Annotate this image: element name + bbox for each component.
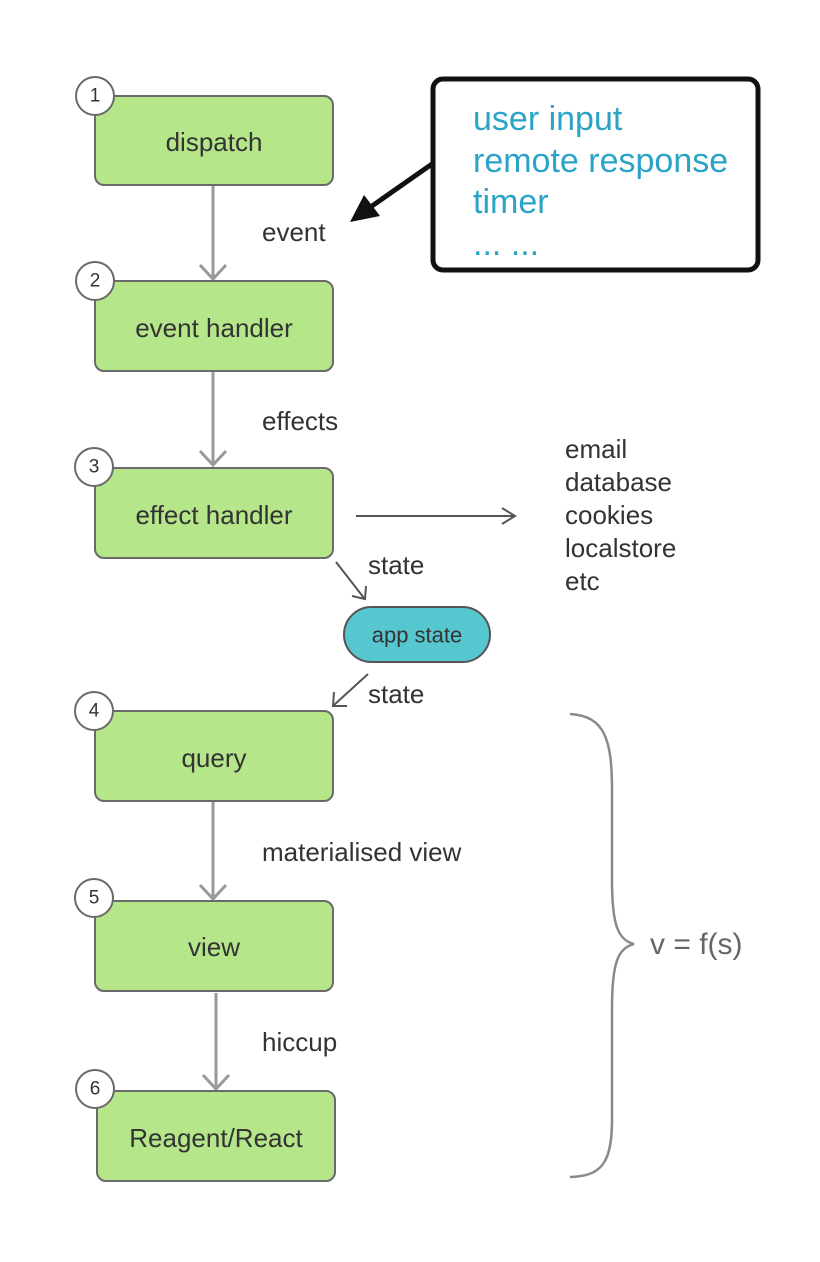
step-label: dispatch [166, 127, 263, 157]
side-effects-list: email database cookies localstore etc [565, 434, 676, 596]
step-number: 2 [90, 271, 101, 292]
callout-line: ... ... [473, 225, 539, 263]
callout-line: remote response [473, 142, 728, 180]
step-event-handler: event handler 2 [75, 261, 334, 372]
callout-pointer-arrow [350, 161, 434, 222]
label-hiccup: hiccup [262, 1027, 337, 1057]
side-effect-item: email [565, 434, 627, 464]
step-number: 3 [89, 457, 100, 478]
arrow-to-side-effects [356, 507, 517, 525]
step-number: 6 [90, 1079, 101, 1100]
step-label: view [188, 932, 240, 962]
flow-arrow-dispatch-to-handler [198, 186, 228, 282]
callout-line: timer [473, 183, 549, 221]
step-dispatch: dispatch 1 [75, 76, 334, 186]
app-state-label: app state [372, 623, 463, 648]
step-label: Reagent/React [129, 1123, 303, 1153]
arrow-app-state-to-query [331, 673, 369, 707]
event-sources-callout: user input remote response timer ... ... [430, 76, 761, 273]
label-state-out: state [368, 679, 424, 709]
side-effect-item: database [565, 467, 672, 497]
step-number: 5 [89, 888, 100, 909]
step-reagent-react: Reagent/React 6 [75, 1069, 336, 1182]
step-number: 1 [90, 86, 101, 107]
curly-brace [569, 712, 635, 1179]
callout-line: user input [473, 100, 623, 138]
arrow-effects-to-app-state [335, 561, 367, 601]
side-effect-item: cookies [565, 500, 653, 530]
label-materialised-view: materialised view [262, 837, 462, 867]
flow-arrow-query-to-view [198, 802, 228, 902]
formula-label: v = f(s) [650, 928, 743, 961]
flow-arrow-handler-to-effects [198, 372, 228, 468]
step-label: event handler [135, 313, 293, 343]
label-effects: effects [262, 406, 338, 436]
step-number: 4 [89, 701, 100, 722]
app-state-node: app state [343, 606, 491, 663]
step-effect-handler: effect handler 3 [74, 447, 334, 559]
side-effect-item: localstore [565, 533, 676, 563]
step-query: query 4 [74, 691, 334, 802]
label-event: event [262, 217, 326, 247]
step-view: view 5 [74, 878, 334, 992]
step-label: query [181, 743, 246, 773]
side-effect-item: etc [565, 566, 600, 596]
flow-arrow-view-to-react [201, 993, 231, 1092]
label-state-in: state [368, 550, 424, 580]
step-label: effect handler [135, 500, 292, 530]
